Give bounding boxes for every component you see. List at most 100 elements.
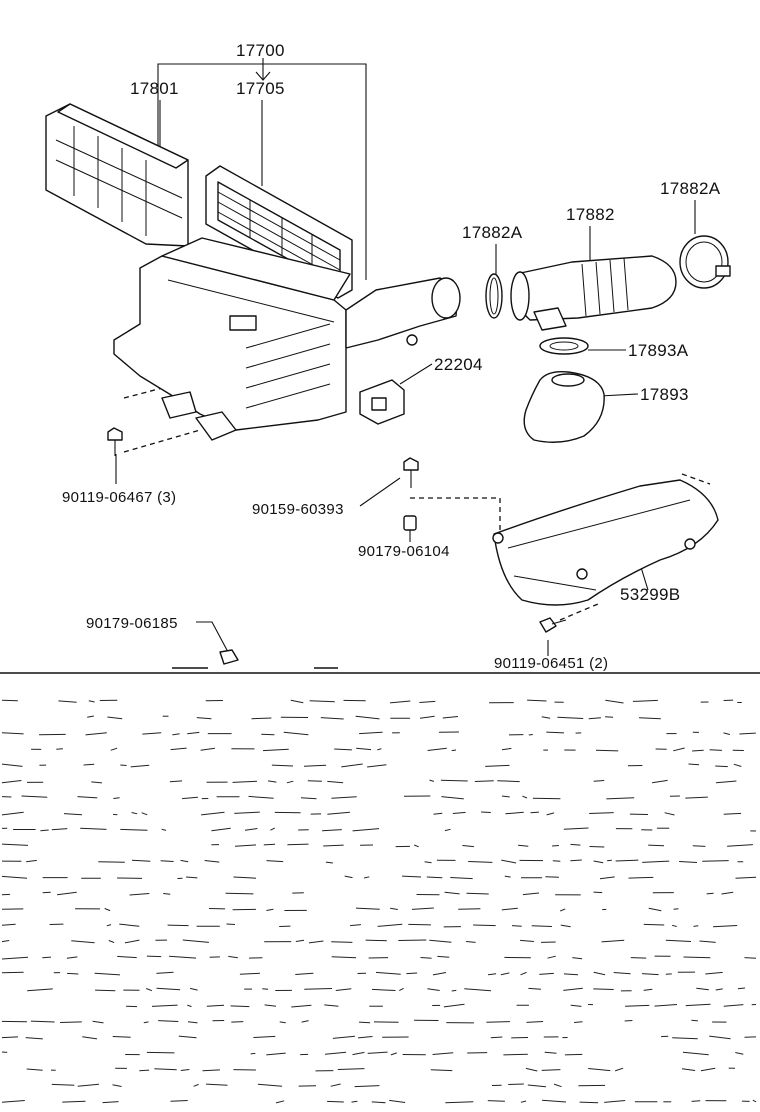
noise-dash: [358, 1021, 371, 1024]
noise-dash: [193, 1083, 199, 1087]
noise-dash: [170, 747, 187, 751]
noise-dash: [681, 1068, 696, 1071]
noise-dash: [570, 859, 582, 862]
noise-dash: [721, 891, 734, 895]
noise-dash: [546, 812, 555, 816]
noise-dash: [143, 1021, 149, 1024]
noise-dash: [375, 971, 401, 975]
noise-dash: [458, 908, 481, 910]
noise-dash: [739, 732, 756, 735]
label-17882a-right: 17882A: [660, 179, 721, 198]
noise-dash: [1, 971, 24, 974]
noise-dash: [231, 1021, 244, 1023]
noise-dash: [424, 861, 432, 864]
noise-dash: [158, 1020, 179, 1022]
noise-dash: [466, 941, 476, 943]
noise-dash: [322, 829, 342, 832]
noise-dash: [325, 1051, 347, 1055]
noise-dash: [120, 828, 148, 831]
noise-dash: [451, 749, 457, 752]
noise-dash: [1, 780, 22, 784]
grommet-90179-06104: [403, 515, 417, 531]
noise-dash: [389, 700, 411, 704]
noise-dash: [308, 940, 324, 944]
noise-dash: [117, 955, 137, 959]
noise-dash: [341, 763, 363, 768]
noise-dash: [337, 1068, 365, 1070]
noise-dash: [525, 1067, 538, 1072]
noise-dash: [290, 699, 304, 704]
noise-dash: [167, 924, 189, 927]
part-17893a-gasket: [539, 337, 589, 355]
label-17893a: 17893A: [628, 341, 689, 360]
noise-dash: [139, 1069, 150, 1072]
noise-dash: [685, 796, 708, 799]
noise-dash: [402, 875, 422, 878]
noise-dash: [156, 987, 181, 991]
noise-dash: [180, 1069, 190, 1071]
noise-dash: [204, 860, 220, 863]
noise-dash: [300, 797, 317, 800]
noise-dash: [607, 859, 612, 862]
part-53299b-air-duct: [492, 479, 719, 606]
noise-dash: [71, 940, 95, 944]
noise-dash: [713, 925, 738, 928]
noise-dash: [505, 811, 524, 815]
noise-dash: [593, 860, 604, 864]
noise-dash: [151, 1004, 178, 1007]
noise-dash: [287, 843, 309, 846]
noise-dash: [367, 1051, 388, 1054]
noise-dash: [560, 908, 566, 912]
noise-dash: [520, 971, 527, 976]
noise-dash: [664, 812, 675, 816]
noise-dash: [642, 973, 659, 976]
noise-dash: [450, 877, 473, 880]
noise-dash: [702, 860, 729, 862]
noise-dash: [429, 779, 435, 782]
noise-dash: [331, 796, 357, 799]
part-22204-sensor: [359, 379, 405, 425]
noise-dash: [367, 764, 387, 768]
noise-dash: [399, 987, 404, 992]
noise-dash: [250, 1052, 256, 1055]
noise-dash: [508, 1083, 524, 1085]
noise-dash: [146, 1051, 175, 1054]
noise-dash: [251, 717, 272, 720]
noise-dash: [141, 812, 148, 816]
noise-dash: [625, 1004, 650, 1007]
noise-dash: [124, 939, 140, 944]
noise-dash: [120, 764, 127, 766]
noise-dash: [201, 811, 225, 816]
noise-dash: [102, 1101, 119, 1104]
noise-dash: [156, 971, 174, 974]
noise-dash: [271, 764, 294, 767]
noise-dash: [432, 1052, 454, 1055]
noise-dash: [500, 972, 510, 976]
noise-dash: [354, 1085, 380, 1088]
noise-dash: [42, 956, 52, 959]
noise-dash: [51, 1083, 75, 1086]
noise-dash: [706, 892, 714, 895]
noise-dash: [606, 797, 635, 800]
noise-dash: [26, 859, 37, 863]
noise-dash: [244, 828, 258, 831]
noise-dash: [443, 1003, 465, 1008]
noise-dash: [377, 748, 382, 751]
noise-dash: [146, 955, 162, 958]
noise-dash: [497, 780, 520, 783]
noise-dash: [511, 925, 522, 927]
noise-dash: [1, 763, 23, 767]
noise-dash: [696, 987, 709, 991]
noise-dash: [705, 971, 723, 975]
noise-dash: [1, 875, 28, 879]
noise-dash: [196, 717, 212, 720]
noise-dash: [371, 988, 396, 991]
noise-dash: [63, 813, 83, 816]
noise-dash: [257, 1083, 283, 1087]
noise-dash: [440, 779, 468, 782]
noise-dash: [27, 988, 53, 992]
bolt-90119-06467: [107, 427, 123, 456]
noise-dash: [432, 972, 447, 976]
noise-dash: [206, 1083, 228, 1086]
